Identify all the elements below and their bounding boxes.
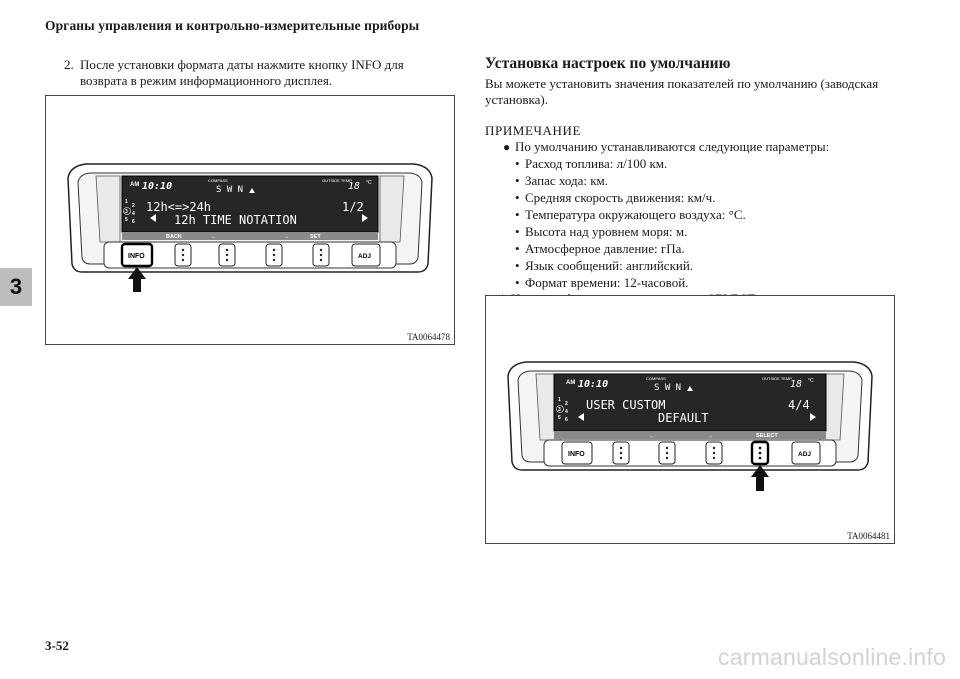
outside-temp-label: OUTSIDE TEMP — [762, 376, 792, 381]
soft-button[interactable] — [312, 243, 330, 267]
display-line-2: DEFAULT — [658, 411, 709, 425]
figure-left: AM 10:10 COMPASS S W N OUTSIDE TEMP 18 °… — [45, 95, 455, 345]
page-header: Органы управления и контрольно-измерител… — [45, 18, 420, 33]
side-number: 6 — [565, 417, 568, 423]
note-item: ● По умолчанию устанавливаются следующие… — [485, 139, 905, 155]
soft-label-back: BACK — [166, 234, 182, 240]
right-arrow-icon — [810, 413, 816, 421]
list-item: Расход топлива: л/100 км. — [515, 155, 905, 172]
soft-button[interactable] — [174, 243, 192, 267]
display-line-1: 12h<=>24h — [146, 200, 211, 214]
compass-arrow-icon — [687, 386, 693, 391]
figure-right: AM 10:10 COMPASS S W N OUTSIDE TEMP 18 °… — [485, 295, 895, 544]
soft-label-right: → — [708, 433, 714, 439]
watermark: carmanualsonline.info — [718, 644, 946, 670]
pointer-arrow-icon — [128, 267, 146, 292]
side-number: 3 — [125, 209, 128, 215]
figure-code: TA0064478 — [407, 332, 450, 342]
note-text: По умолчанию устанавливаются следующие п… — [515, 139, 830, 154]
temp-value: 18 — [348, 181, 360, 192]
temp-unit: °C — [808, 378, 814, 384]
select-display-illustration: AM 10:10 COMPASS S W N OUTSIDE TEMP 18 °… — [507, 361, 873, 491]
display-line-1: USER CUSTOM — [586, 398, 665, 412]
soft-button[interactable] — [612, 441, 630, 465]
side-number: 2 — [565, 401, 568, 407]
compass-label: COMPASS — [208, 178, 228, 183]
right-arrow-icon — [362, 214, 368, 222]
soft-label-select: SELECT — [756, 433, 778, 439]
adj-button-label: ADJ — [798, 451, 811, 458]
right-column: Установка настроек по умолчанию Вы может… — [485, 55, 905, 307]
section-title: Установка настроек по умолчанию — [485, 55, 731, 72]
info-button[interactable]: INFO — [120, 242, 154, 268]
temp-unit: °C — [366, 180, 372, 186]
intro-text: Вы можете установить значения показателе… — [485, 76, 879, 107]
default-params-list: Расход топлива: л/100 км. Запас хода: км… — [485, 155, 905, 291]
soft-label-left: ← — [649, 433, 655, 439]
figure-code: TA0064481 — [847, 531, 890, 541]
list-item: Язык сообщений: английский. — [515, 257, 905, 274]
soft-button[interactable] — [265, 243, 283, 267]
list-item: Температура окружающего воздуха: °С. — [515, 206, 905, 223]
pointer-arrow-icon — [751, 465, 769, 491]
compass-letters: S W N — [654, 383, 681, 393]
temp-value: 18 — [790, 379, 802, 390]
side-number: 1 — [125, 199, 128, 205]
side-number: 4 — [565, 409, 568, 415]
display-line-1-page: 1/2 — [342, 200, 364, 214]
side-number: 1 — [558, 397, 561, 403]
note-bullet-icon: ● — [503, 140, 511, 154]
side-number: 6 — [132, 219, 135, 225]
adj-button[interactable]: ADJ — [351, 243, 381, 267]
step-text: После установки формата даты нажмите кно… — [80, 57, 404, 88]
step-2: 2. После установки формата даты нажмите … — [64, 57, 454, 89]
outside-temp-label: OUTSIDE TEMP — [322, 178, 352, 183]
info-display-illustration: AM 10:10 COMPASS S W N OUTSIDE TEMP 18 °… — [67, 163, 433, 292]
side-number: 5 — [125, 217, 128, 223]
display-line-1-page: 4/4 — [788, 398, 810, 412]
left-arrow-icon — [150, 214, 156, 222]
page-number: 3-52 — [45, 638, 69, 653]
compass-letters: S W N — [216, 185, 243, 195]
display-line-2: 12h TIME NOTATION — [174, 213, 297, 227]
compass-arrow-icon — [249, 188, 255, 193]
info-button-label: INFO — [128, 253, 145, 260]
side-number: 3 — [558, 407, 561, 413]
list-item: Запас хода: км. — [515, 172, 905, 189]
list-item: Формат времени: 12-часовой. — [515, 274, 905, 291]
list-item: Атмосферное давление: гПа. — [515, 240, 905, 257]
am-indicator: AM — [130, 182, 139, 188]
chapter-tab: 3 — [0, 268, 32, 306]
soft-label-left: ← — [211, 234, 217, 240]
soft-button[interactable] — [218, 243, 236, 267]
compass-label: COMPASS — [646, 376, 666, 381]
soft-label-set: SET — [310, 234, 321, 240]
am-indicator: AM — [566, 380, 575, 386]
select-button[interactable] — [750, 440, 770, 466]
soft-label-right: → — [284, 234, 290, 240]
clock-readout: 10:10 — [142, 181, 172, 192]
left-arrow-icon — [578, 413, 584, 421]
chapter-number: 3 — [9, 274, 23, 299]
side-number: 2 — [132, 203, 135, 209]
note-label: ПРИМЕЧАНИЕ — [485, 123, 582, 138]
soft-button[interactable] — [658, 441, 676, 465]
soft-button[interactable] — [705, 441, 723, 465]
info-button-label: INFO — [568, 451, 585, 458]
adj-button-label: ADJ — [358, 253, 371, 260]
side-number: 4 — [132, 211, 135, 217]
list-item: Высота над уровнем моря: м. — [515, 223, 905, 240]
step-number: 2. — [64, 57, 74, 72]
side-number: 5 — [558, 415, 561, 421]
list-item: Средняя скорость движения: км/ч. — [515, 189, 905, 206]
adj-button[interactable]: ADJ — [791, 441, 821, 465]
info-button[interactable]: INFO — [561, 441, 593, 465]
clock-readout: 10:10 — [578, 379, 608, 390]
